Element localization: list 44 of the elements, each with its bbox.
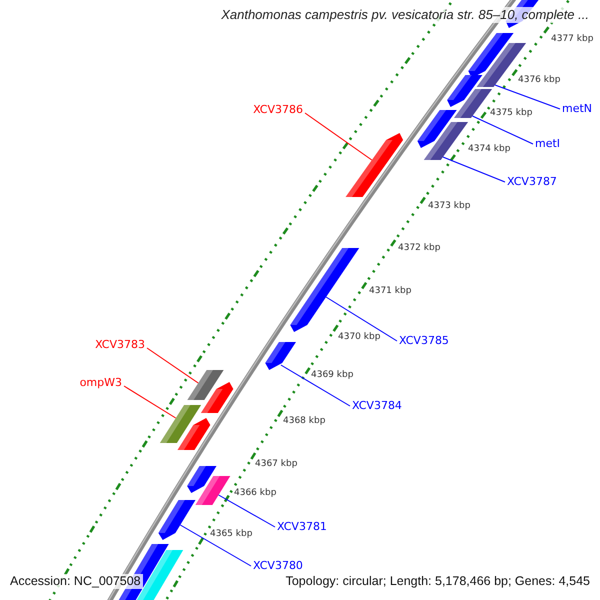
scale-label: 4372 kbp <box>398 243 440 254</box>
leader-line <box>146 348 199 384</box>
scale-label: 4376 kbp <box>518 75 560 86</box>
scale-label: 4373 kbp <box>428 201 470 212</box>
gene-block <box>424 122 468 160</box>
gene-label: XCV3785 <box>399 334 449 348</box>
scale-label: 4377 kbp <box>551 34 594 45</box>
scale-label: 4369 kbp <box>311 370 354 381</box>
gene-label: metN <box>562 102 592 116</box>
gene-label: metI <box>535 137 560 150</box>
scale-label: 4367 kbp <box>255 459 298 470</box>
genome-info-text: Topology: circular; Length: 5,178,466 bp; Genes: 4,545 <box>284 574 592 589</box>
scale-label: 4368 kbp <box>283 416 326 427</box>
accession-text: Accession: NC_007508 <box>8 574 143 589</box>
scale-label: 4375 kbp <box>490 108 532 119</box>
leader-line <box>180 524 252 566</box>
leader-line <box>494 84 560 110</box>
gene-label: XCV3781 <box>277 520 327 534</box>
leader-line <box>218 494 276 528</box>
leader-line <box>280 364 350 406</box>
gene-label: XCV3787 <box>507 175 557 188</box>
gene-label: XCV3780 <box>253 559 303 572</box>
gene-block <box>454 89 492 118</box>
leader-line <box>124 386 176 418</box>
gene-feature <box>346 133 404 197</box>
gene-block <box>187 370 224 400</box>
scale-label: 4366 kbp <box>234 488 276 499</box>
gene-label: ompW3 <box>80 376 122 390</box>
scale-label: 4370 kbp <box>338 332 380 343</box>
leader-line <box>442 156 506 182</box>
scale-label: 4371 kbp <box>369 286 412 297</box>
gene-block <box>195 476 230 505</box>
leader-line <box>326 296 398 342</box>
gene-label: XCV3783 <box>95 338 145 352</box>
leader-line <box>472 116 534 144</box>
gene-feature <box>290 248 360 332</box>
scale-label: 4374 kbp <box>468 144 510 155</box>
gene-feature <box>265 342 296 370</box>
gene-label: XCV3786 <box>253 103 303 116</box>
gene-label: XCV3784 <box>352 399 402 412</box>
leader-line <box>304 112 372 160</box>
scale-label: 4365 kbp <box>210 529 252 540</box>
gene-feature <box>158 500 196 540</box>
gene-block <box>160 405 202 443</box>
